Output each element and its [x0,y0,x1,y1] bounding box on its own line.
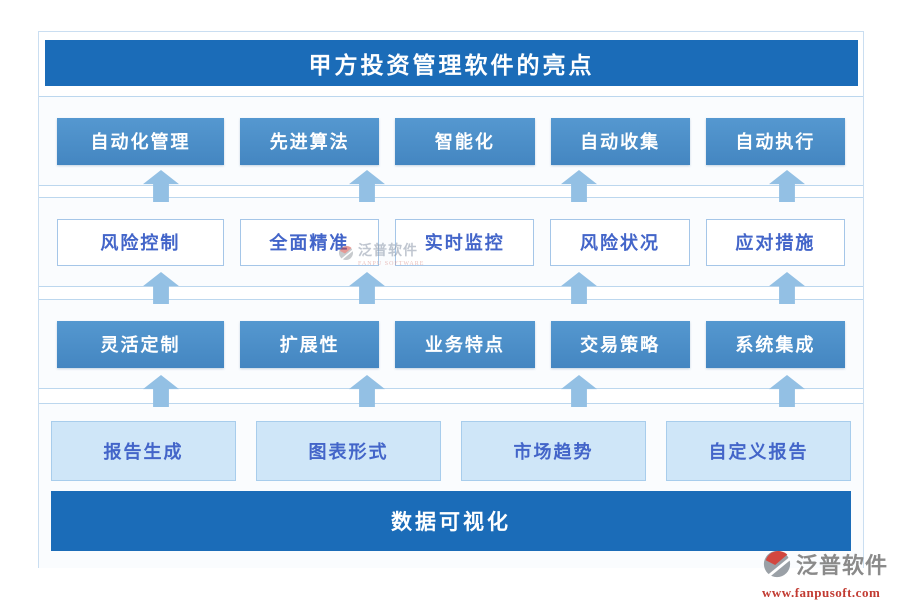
block-trading-strategy: 交易策略 [550,320,690,368]
block-market-trends: 市场趋势 [461,421,646,481]
block-risk-control: 风险控制 [57,218,224,266]
section-visualization: 报告生成 图表形式 市场趋势 自定义报告 数据可视化 [39,403,863,568]
block-intelligent: 智能化 [395,117,535,165]
data-visualization-bar: 数据可视化 [51,491,851,551]
diagram-title: 甲方投资管理软件的亮点 [45,40,858,86]
block-auto-collect: 自动收集 [550,117,690,165]
fanpu-logo-icon [762,549,792,583]
block-flexible-customization: 灵活定制 [57,320,225,368]
block-business-features: 业务特点 [395,320,535,368]
block-auto-management: 自动化管理 [57,117,225,165]
block-report-generation: 报告生成 [51,421,236,481]
block-response-measures: 应对措施 [705,218,846,266]
brand-logo: 泛普软件 www.fanpusoft.com [762,549,888,599]
block-auto-execute: 自动执行 [705,117,846,165]
brand-name: 泛普软件 [796,553,889,578]
block-comprehensive-precision: 全面精准 [239,218,380,266]
section-flexibility: 灵活定制 扩展性 业务特点 交易策略 系统集成 [39,299,863,389]
brand-url: www.fanpusoft.com [762,585,881,600]
section-automation: 自动化管理 先进算法 智能化 自动收集 自动执行 [39,96,863,186]
block-system-integration: 系统集成 [705,320,846,368]
block-risk-status: 风险状况 [550,218,690,266]
block-advanced-algorithm: 先进算法 [240,117,380,165]
block-chart-format: 图表形式 [256,421,441,481]
block-realtime-monitoring: 实时监控 [395,218,535,266]
report-blocks-row: 报告生成 图表形式 市场趋势 自定义报告 [51,421,851,481]
block-extensibility: 扩展性 [240,320,380,368]
block-custom-report: 自定义报告 [666,421,851,481]
section-risk: 风险控制 全面精准 实时监控 风险状况 应对措施 [39,197,863,287]
